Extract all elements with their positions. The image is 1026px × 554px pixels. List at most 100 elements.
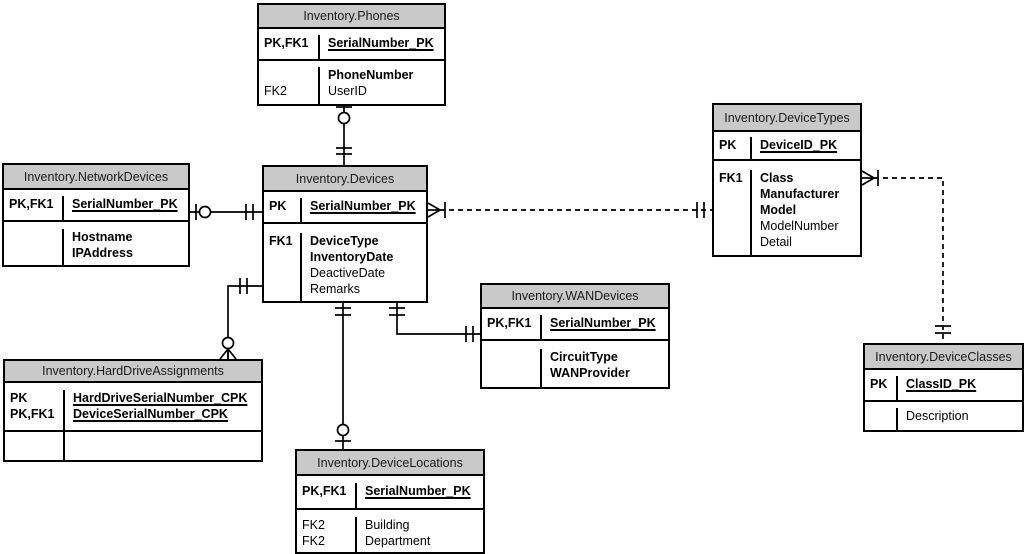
key-label: PK — [870, 377, 888, 391]
key-label: FK2 — [302, 518, 325, 532]
key-label — [719, 186, 750, 202]
attribute-row: Description — [865, 400, 1022, 430]
attribute-name: CircuitType — [550, 350, 618, 364]
key-label: FK1 — [719, 171, 743, 185]
attribute-name: Model — [760, 203, 797, 217]
attribute-column: Description — [898, 408, 1022, 430]
key-label — [269, 281, 300, 297]
attribute-column: SerialNumber_PK — [357, 483, 483, 508]
entity-title: Inventory.WANDevices — [482, 285, 668, 309]
relationship-line — [874, 177, 944, 343]
key-label — [9, 245, 62, 261]
key-label — [719, 218, 750, 234]
key-label — [269, 265, 300, 281]
crowfoot-many-marker — [227, 348, 237, 360]
relationship-devicetypes-deviceclasses — [861, 170, 951, 343]
key-label — [870, 408, 896, 424]
entity-title: Inventory.DeviceTypes — [714, 105, 860, 132]
key-label: FK1 — [269, 234, 293, 248]
attribute-name: Description — [906, 409, 969, 423]
attribute-name-pk: SerialNumber_PK — [550, 316, 656, 330]
key-label: PK,FK1 — [264, 36, 309, 50]
attribute-name-pk: SerialNumber_PK — [328, 36, 434, 50]
entity-title: Inventory.Devices — [264, 167, 426, 192]
attribute-name-pk: ClassID_PK — [906, 377, 977, 391]
attribute-name: Manufacturer — [760, 187, 840, 201]
attribute-name: Detail — [760, 235, 792, 249]
key-column: FK2 — [259, 67, 320, 104]
primary-key-row: PK,FK1 SerialNumber_PK — [259, 29, 444, 59]
attribute-name-pk: HardDriveSerialNumber_CPK — [73, 391, 248, 405]
relationship-devices-phones — [336, 102, 352, 165]
attribute-name-pk: SerialNumber_PK — [365, 484, 471, 498]
attribute-column: HardDriveSerialNumber_CPK DeviceSerialNum… — [65, 390, 261, 430]
attribute-name: IPAddress — [72, 246, 133, 260]
attribute-name: Department — [365, 534, 431, 548]
crowfoot-many-marker — [427, 202, 441, 211]
key-column — [482, 349, 542, 387]
key-label: PK — [719, 138, 737, 152]
attribute-column: DeviceID_PK — [752, 137, 860, 159]
attribute-name: Remarks — [310, 282, 361, 296]
cardinality-circle — [221, 336, 235, 350]
entity-title: Inventory.HardDriveAssignments — [5, 361, 261, 383]
attribute-name-pk: SerialNumber_PK — [72, 197, 178, 211]
key-column: PK — [865, 376, 898, 400]
cardinality-circle — [198, 205, 212, 219]
crowfoot-many-marker — [861, 170, 875, 179]
key-label — [719, 234, 750, 250]
attribute-name: PhoneNumber — [328, 68, 414, 82]
entity-title: Inventory.NetworkDevices — [4, 165, 188, 190]
key-label: PK — [10, 391, 28, 405]
cardinality-circle — [337, 111, 351, 125]
key-label — [9, 229, 62, 245]
primary-key-row: PK DeviceID_PK — [714, 132, 860, 159]
attribute-row — [5, 430, 261, 460]
relationship-line — [227, 285, 262, 359]
crowfoot-many-marker — [861, 177, 875, 186]
key-column: PK — [714, 137, 752, 159]
attribute-column: SerialNumber_PK — [64, 196, 188, 220]
relationship-devices-wandevices — [389, 299, 480, 342]
key-label — [269, 249, 300, 265]
key-column — [5, 432, 65, 460]
key-column: PK,FK1 — [4, 196, 64, 220]
relationship-devices-devicelocations — [335, 299, 351, 449]
key-column — [4, 229, 64, 265]
key-column: PK,FK1 — [297, 483, 357, 508]
attribute-name: Building — [365, 518, 410, 532]
key-label — [487, 349, 540, 365]
key-column: PK,FK1 — [482, 315, 542, 339]
relationship-devices-harddriveassignments — [219, 278, 262, 360]
key-label: PK — [269, 199, 287, 213]
primary-key-row: PK,FK1 SerialNumber_PK — [4, 190, 188, 220]
primary-key-row: PK,FK1 SerialNumber_PK — [482, 309, 668, 339]
attribute-name: Class — [760, 171, 794, 185]
key-label: FK2 — [264, 84, 287, 98]
key-column: FK1 — [264, 233, 302, 301]
entity-title: Inventory.DeviceLocations — [297, 451, 483, 476]
attribute-name: Hostname — [72, 230, 133, 244]
attribute-column: SerialNumber_PK — [320, 35, 444, 59]
attribute-column: SerialNumber_PK — [542, 315, 668, 339]
entity-title: Inventory.Phones — [259, 5, 444, 29]
key-label: PK,FK1 — [9, 197, 54, 211]
attribute-name-pk: DeviceSerialNumber_CPK — [73, 407, 228, 421]
